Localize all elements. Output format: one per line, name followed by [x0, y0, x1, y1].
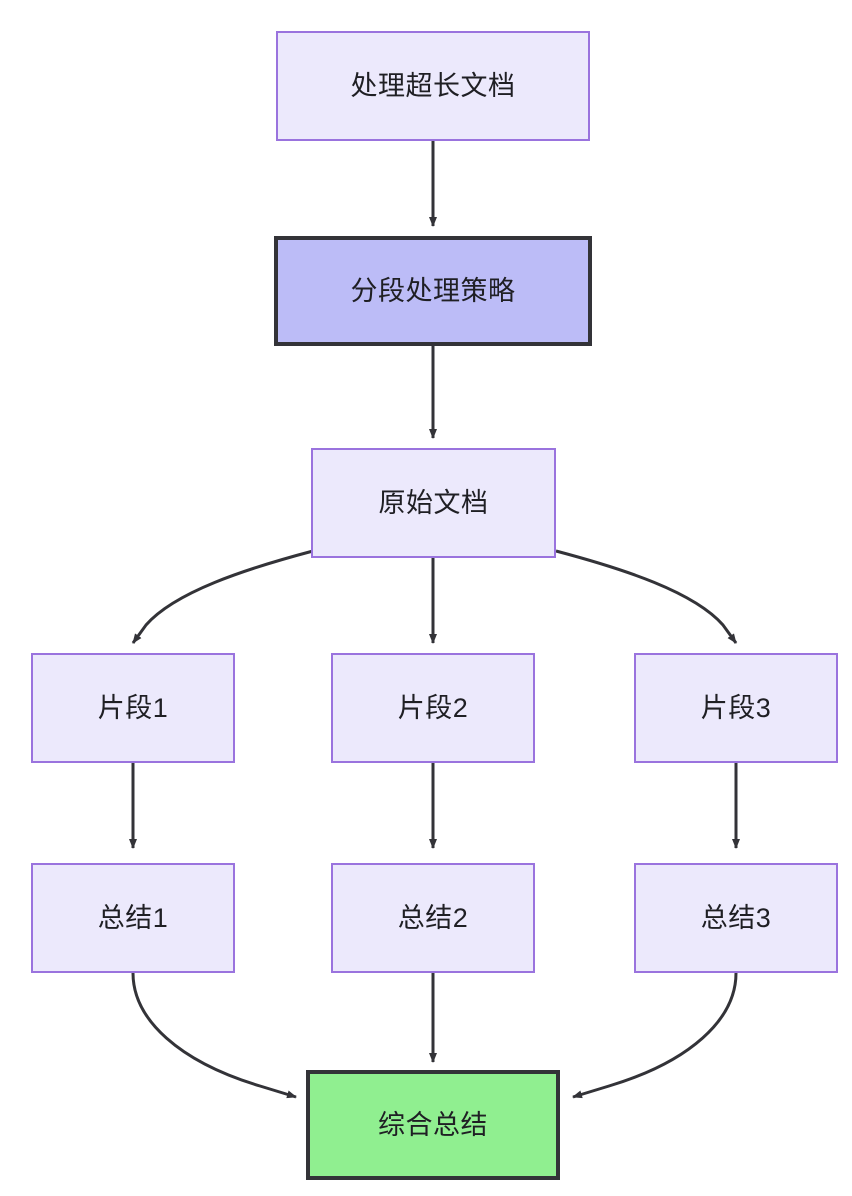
node-comprehensive-summary[interactable]: 综合总结: [306, 1070, 560, 1180]
node-label: 总结2: [397, 902, 469, 933]
node-fragment-1[interactable]: 片段1: [31, 653, 235, 763]
node-label: 总结1: [97, 902, 169, 933]
node-summary-2[interactable]: 总结2: [331, 863, 535, 973]
node-original-document[interactable]: 原始文档: [311, 448, 556, 558]
edge-n3-n4: [131, 549, 314, 644]
node-fragment-3[interactable]: 片段3: [634, 653, 838, 763]
node-label: 原始文档: [378, 487, 489, 518]
node-label: 分段处理策略: [350, 275, 516, 306]
node-label: 片段2: [397, 692, 469, 723]
node-summary-3[interactable]: 总结3: [634, 863, 838, 973]
node-label: 片段3: [700, 692, 772, 723]
edge-n3-n6: [555, 549, 738, 644]
node-label: 片段1: [97, 692, 169, 723]
edge-n9-n10: [572, 972, 738, 1099]
node-label: 处理超长文档: [350, 70, 516, 101]
node-summary-1[interactable]: 总结1: [31, 863, 235, 973]
node-label: 综合总结: [378, 1109, 488, 1140]
edge-n7-n10: [131, 972, 297, 1099]
node-fragment-2[interactable]: 片段2: [331, 653, 535, 763]
node-chunking-strategy[interactable]: 分段处理策略: [274, 236, 592, 346]
node-process-long-document[interactable]: 处理超长文档: [276, 31, 590, 141]
node-label: 总结3: [700, 902, 772, 933]
